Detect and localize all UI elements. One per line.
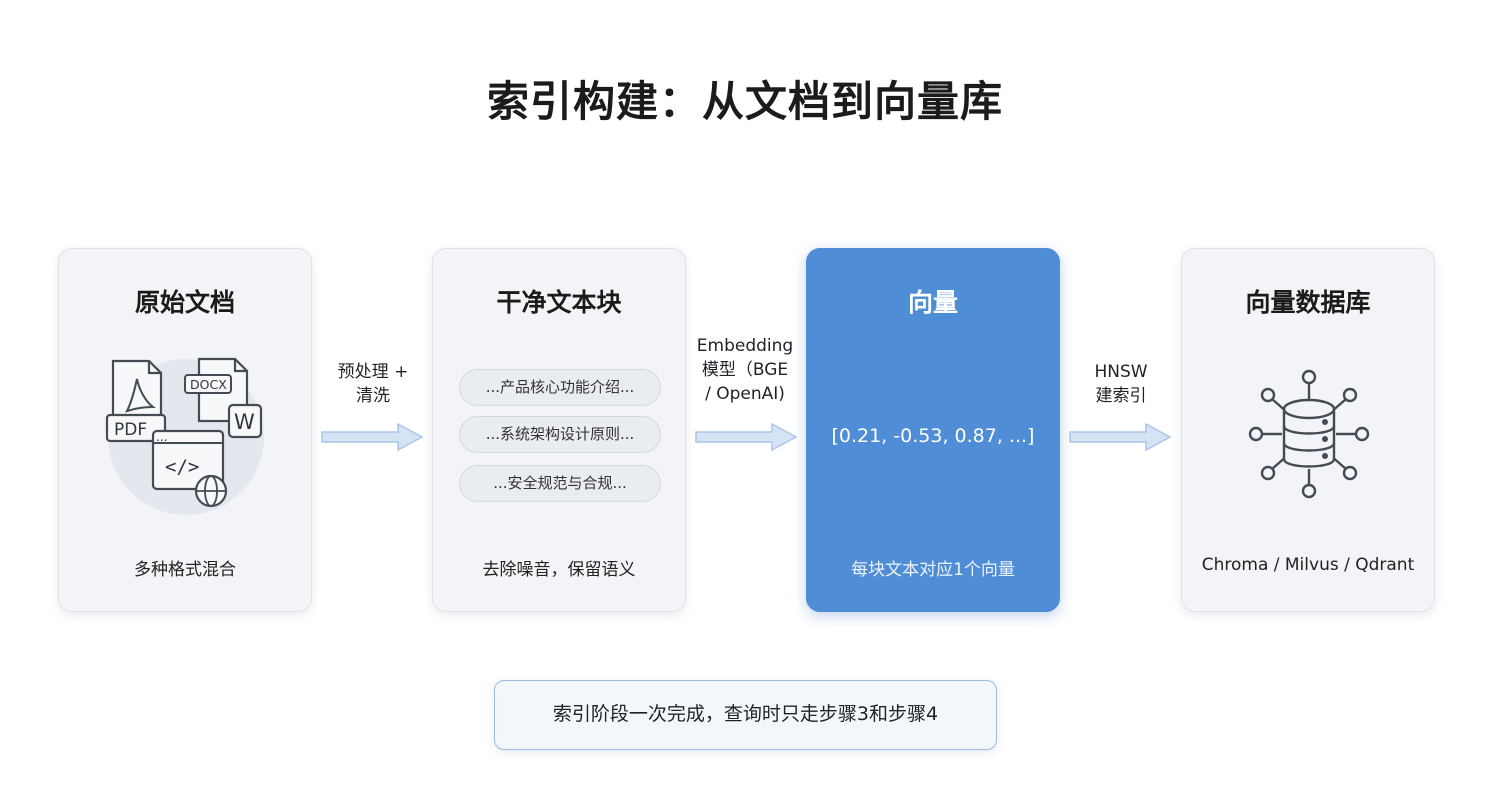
arrow-label-hnsw: HNSW 建索引 <box>1066 360 1176 408</box>
text-chunk-pill: ...产品核心功能介绍... <box>459 369 661 406</box>
right-arrow-icon <box>1069 422 1172 452</box>
word-file-icon: W <box>227 403 263 439</box>
stage-caption: 每块文本对应1个向量 <box>851 560 1015 580</box>
stage-title: 干净文本块 <box>496 288 622 317</box>
diagram-title: 索引构建：从文档到向量库 <box>486 77 1003 126</box>
window-dots: ... <box>156 430 167 444</box>
pdf-label: PDF <box>114 420 147 440</box>
database-network-icon <box>1248 369 1370 499</box>
docx-label: DOCX <box>190 377 227 392</box>
stage-caption: Chroma / Milvus / Qdrant <box>1201 555 1415 575</box>
arrow-label-line: / OpenAI) <box>705 384 785 404</box>
arrow-label-embedding: Embedding 模型（BGE / OpenAI) <box>690 334 800 406</box>
globe-icon <box>194 474 228 508</box>
stage-card-raw-docs: 原始文档 PDF DOCX W <box>58 248 312 612</box>
arrow-label-line: HNSW <box>1094 362 1148 382</box>
arrow-label-line: 建索引 <box>1095 386 1147 406</box>
arrow-label-line: 模型（BGE <box>701 360 789 380</box>
arrow-label-preprocess: 预处理 + 清洗 <box>318 360 428 408</box>
stage-card-text-chunks: 干净文本块 ...产品核心功能介绍... ...系统架构设计原则... ...安… <box>432 248 686 612</box>
right-arrow-icon <box>695 422 798 452</box>
stage-caption: 去除噪音，保留语义 <box>482 560 636 580</box>
word-label: W <box>234 410 255 434</box>
arrow-label-line: 预处理 + <box>337 362 409 382</box>
stage-title: 原始文档 <box>134 288 235 317</box>
stage-title: 向量数据库 <box>1245 288 1371 317</box>
arrow-label-line: 清洗 <box>356 386 390 406</box>
code-label: </> <box>165 456 199 478</box>
stage-title: 向量 <box>907 288 958 317</box>
stage-card-vector: 向量 [0.21, -0.53, 0.87, ...] 每块文本对应1个向量 <box>806 248 1060 612</box>
vector-example: [0.21, -0.53, 0.87, ...] <box>831 425 1035 447</box>
right-arrow-icon <box>321 422 424 452</box>
text-chunk-pill: ...系统架构设计原则... <box>459 416 661 453</box>
documents-icon: PDF DOCX W ... </> <box>105 357 264 515</box>
stage-card-vector-db: 向量数据库 <box>1181 248 1435 612</box>
pdf-file-icon: PDF <box>105 359 167 443</box>
text-chunk-pill: ...安全规范与合规... <box>459 465 661 502</box>
code-window-icon: ... </> <box>151 429 225 491</box>
arrow-label-line: Embedding <box>696 336 794 356</box>
stage-caption: 多种格式混合 <box>134 560 236 580</box>
summary-note: 索引阶段一次完成，查询时只走步骤3和步骤4 <box>494 680 997 750</box>
